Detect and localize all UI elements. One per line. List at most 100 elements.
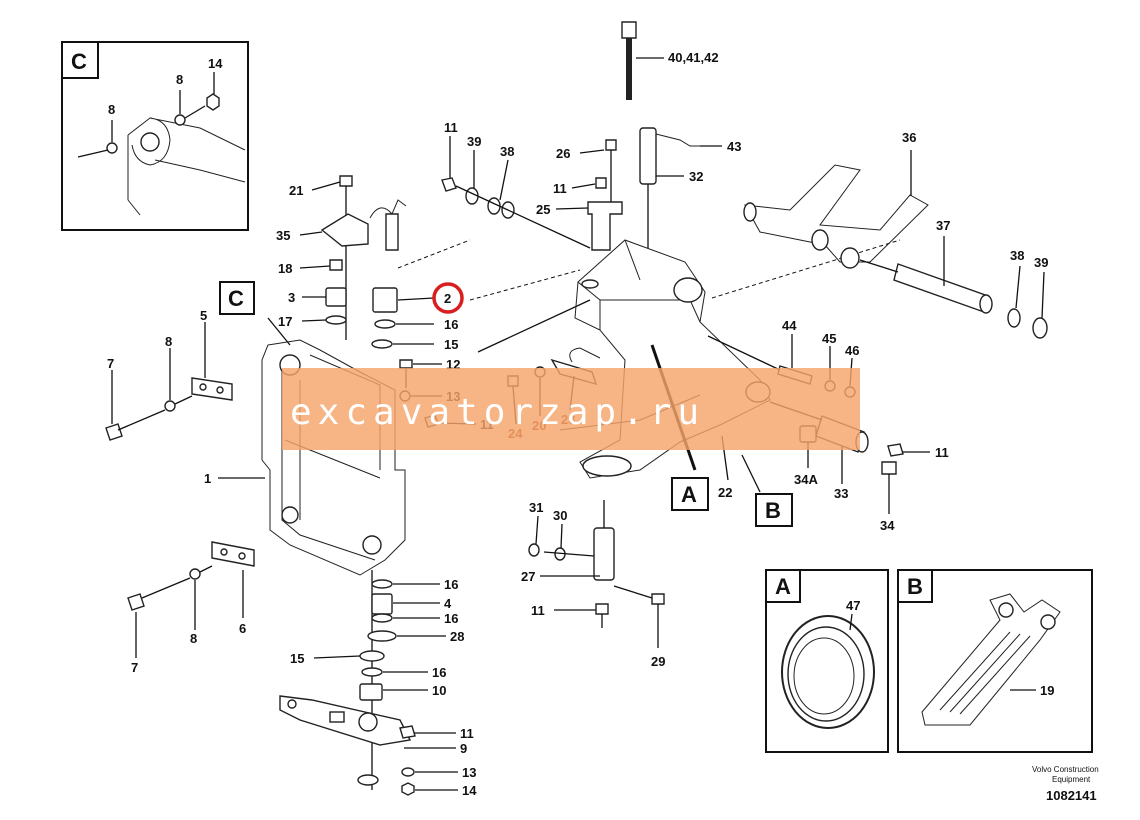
label-8: 8	[190, 631, 197, 646]
label-11: 11	[444, 120, 458, 135]
inset-b-tag	[897, 569, 933, 603]
highlight-ring	[432, 282, 464, 314]
label-34a: 34A	[794, 472, 818, 487]
bolt-26-icon	[605, 139, 617, 151]
bushing-25-icon	[587, 201, 623, 251]
label-40-41-42: 40,41,42	[668, 50, 719, 65]
label-37: 37	[936, 218, 950, 233]
label-8: 8	[165, 334, 172, 349]
inset-b: B 19	[897, 569, 1093, 753]
lock-43-icon	[655, 133, 700, 147]
credit-block: Volvo Construction Equipment 1082141	[1032, 765, 1099, 803]
bolt-7-icon	[127, 593, 145, 611]
wear-plate-19	[921, 593, 1061, 726]
label-1: 1	[204, 471, 211, 486]
inset-c-bracket	[127, 117, 246, 216]
label-39: 39	[1034, 255, 1048, 270]
label-16: 16	[432, 665, 446, 680]
bolt-12-icon	[399, 359, 413, 369]
cylinder-bracket-part-36: 36 37 38 39	[743, 130, 1048, 339]
label-45: 45	[822, 331, 836, 346]
label-8: 8	[108, 102, 115, 117]
inset-a-letter: A	[775, 574, 791, 599]
frame-c-letter: C	[228, 286, 244, 311]
label-13: 13	[462, 765, 476, 780]
label-47: 47	[846, 598, 860, 613]
fitting-11-icon	[441, 177, 457, 192]
label-16: 16	[444, 577, 458, 592]
credit-line-2: Equipment	[1052, 775, 1091, 784]
nut-14-icon	[206, 93, 220, 111]
bolt-29-icon	[651, 593, 665, 605]
washer-13-icon	[401, 767, 415, 777]
inset-c-letter: C	[71, 49, 87, 74]
pin-lock-icon	[385, 213, 399, 251]
bolt-21-icon	[339, 175, 353, 187]
label-19: 19	[1040, 683, 1054, 698]
label-28: 28	[450, 629, 464, 644]
label-22: 22	[718, 485, 732, 500]
bracket-9	[279, 695, 412, 746]
label-35: 35	[276, 228, 290, 243]
pin-32-icon	[639, 127, 657, 185]
inset-b-letter: B	[907, 574, 923, 599]
label-32: 32	[689, 169, 703, 184]
inset-a: A 47	[765, 569, 889, 753]
label-46: 46	[845, 343, 859, 358]
label-29: 29	[651, 654, 665, 669]
inset-c-tag	[61, 41, 99, 79]
fitting-11-icon	[887, 443, 904, 457]
plate-6	[211, 541, 255, 567]
bottom-middle-parts: 31 30 27 11 29	[521, 500, 665, 669]
label-11: 11	[935, 445, 949, 460]
label-9: 9	[460, 741, 467, 756]
swing-bracket-part-22: A B 40,41,42 43 32 22	[559, 21, 901, 527]
label-16: 16	[444, 317, 458, 332]
washer-31-icon	[528, 543, 540, 557]
inset-c: C 14 8 8	[61, 41, 249, 231]
seal-16-icon	[374, 319, 396, 329]
watermark-text: excavatorzap.ru	[290, 392, 705, 433]
b-tag	[755, 493, 793, 527]
pin-27-icon	[593, 527, 615, 581]
lower-stack-parts: 16 4 16 28 15 16 10 11 9 13 14	[279, 570, 477, 798]
bolt-40-icon	[621, 21, 637, 39]
label-5: 5	[200, 308, 207, 323]
grease-nipple-18-icon	[329, 259, 343, 271]
label-6: 6	[239, 621, 246, 636]
label-30: 30	[553, 508, 567, 523]
inset-c-bore	[140, 132, 160, 152]
seal-16-icon	[371, 613, 393, 623]
inset-a-tag	[765, 569, 801, 603]
frame-part-1	[261, 339, 406, 576]
seal-17-icon	[325, 315, 347, 325]
washer-8-icon	[174, 114, 186, 126]
washer-8-icon	[106, 142, 118, 154]
b-letter: B	[765, 498, 781, 523]
shim-28-icon	[367, 630, 397, 642]
bolt-34-icon	[881, 461, 897, 475]
label-8: 8	[176, 72, 183, 87]
fitting-11-icon	[399, 725, 416, 739]
seal-16-icon	[371, 579, 393, 589]
label-17: 17	[278, 314, 292, 329]
label-18: 18	[278, 261, 292, 276]
frame-c-tag	[219, 281, 255, 315]
label-7: 7	[131, 660, 138, 675]
label-11: 11	[531, 603, 545, 618]
label-36: 36	[902, 130, 916, 145]
label-14: 14	[208, 56, 223, 71]
washer-8-icon	[189, 568, 201, 580]
label-39: 39	[467, 134, 481, 149]
label-2: 2	[444, 291, 451, 306]
seal-47-icon	[781, 615, 875, 729]
fitting-11-icon	[595, 603, 609, 615]
ring-39-icon	[1032, 317, 1048, 339]
label-38: 38	[1010, 248, 1024, 263]
label-43: 43	[727, 139, 741, 154]
document-number: 1082141	[1046, 788, 1097, 803]
label-25: 25	[536, 202, 550, 217]
seal-lower-icon	[357, 774, 379, 786]
label-11: 11	[460, 726, 474, 741]
